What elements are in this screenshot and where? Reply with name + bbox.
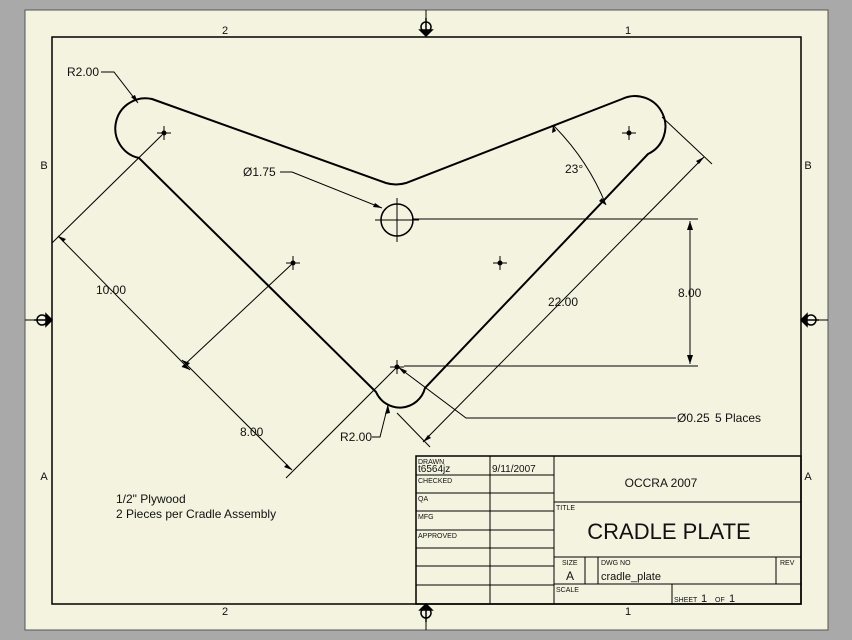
- tb-sheet-label: SHEET: [674, 597, 698, 604]
- dim-length-bottom: 8.00: [240, 425, 264, 439]
- title-block: [415, 455, 802, 605]
- tb-drawn-label: DRAWN: [418, 459, 444, 466]
- dim-angle: 23°: [565, 162, 583, 176]
- dim-height: 8.00: [678, 286, 702, 300]
- zone-left-a: A: [40, 471, 48, 483]
- note-quantity: 2 Pieces per Cradle Assembly: [116, 507, 276, 521]
- tb-mfg-label: MFG: [418, 514, 434, 521]
- centering-marks: [34, 18, 819, 622]
- tb-title-label: TITLE: [556, 505, 575, 512]
- tb-size: A: [566, 569, 574, 583]
- tb-dwg-no: cradle_plate: [601, 571, 661, 583]
- tb-sheet-num: 1: [701, 593, 707, 605]
- tb-title: CRADLE PLATE: [587, 519, 750, 544]
- dim-length-left: 10.00: [96, 283, 126, 297]
- zone-top-2: 2: [222, 25, 228, 37]
- dim-length-long: 22.00: [548, 295, 578, 309]
- tb-scale-label: SCALE: [556, 587, 579, 594]
- dim-small-holes: Ø0.25: [677, 411, 710, 425]
- zone-right-a: A: [804, 471, 812, 483]
- dim-r-top-left: R2.00: [67, 65, 99, 79]
- tb-rev-label: REV: [780, 560, 795, 567]
- zone-top-1: 1: [625, 25, 631, 37]
- tb-drawn-by: t6564jz: [418, 464, 450, 475]
- tb-dwg-no-label: DWG NO: [601, 560, 631, 567]
- paper: [24, 9, 829, 631]
- zone-bottom-2: 2: [222, 606, 228, 618]
- tb-sheet-total: 1: [729, 593, 735, 605]
- tb-checked-label: CHECKED: [418, 478, 452, 485]
- tb-approved-label: APPROVED: [418, 533, 457, 540]
- tb-company: OCCRA 2007: [625, 476, 698, 490]
- tb-of-label: OF: [715, 597, 725, 604]
- dim-small-holes-count: 5 Places: [715, 411, 761, 425]
- zone-left-b: B: [40, 160, 47, 172]
- dimension-lines: [51, 71, 713, 479]
- center-hole: [375, 198, 419, 242]
- cradle-plate-outline: [114, 95, 667, 409]
- dim-r-bottom: R2.00: [340, 430, 372, 444]
- tb-drawn-date: 9/11/2007: [492, 464, 536, 475]
- zone-right-b: B: [804, 160, 811, 172]
- small-holes: [157, 126, 636, 374]
- tb-qa-label: QA: [418, 496, 428, 503]
- arrowheads: [58, 95, 704, 470]
- note-material: 1/2" Plywood: [116, 492, 186, 506]
- tb-size-label: SIZE: [562, 560, 578, 567]
- dim-hole-center: Ø1.75: [243, 165, 276, 179]
- zone-bottom-1: 1: [625, 606, 631, 618]
